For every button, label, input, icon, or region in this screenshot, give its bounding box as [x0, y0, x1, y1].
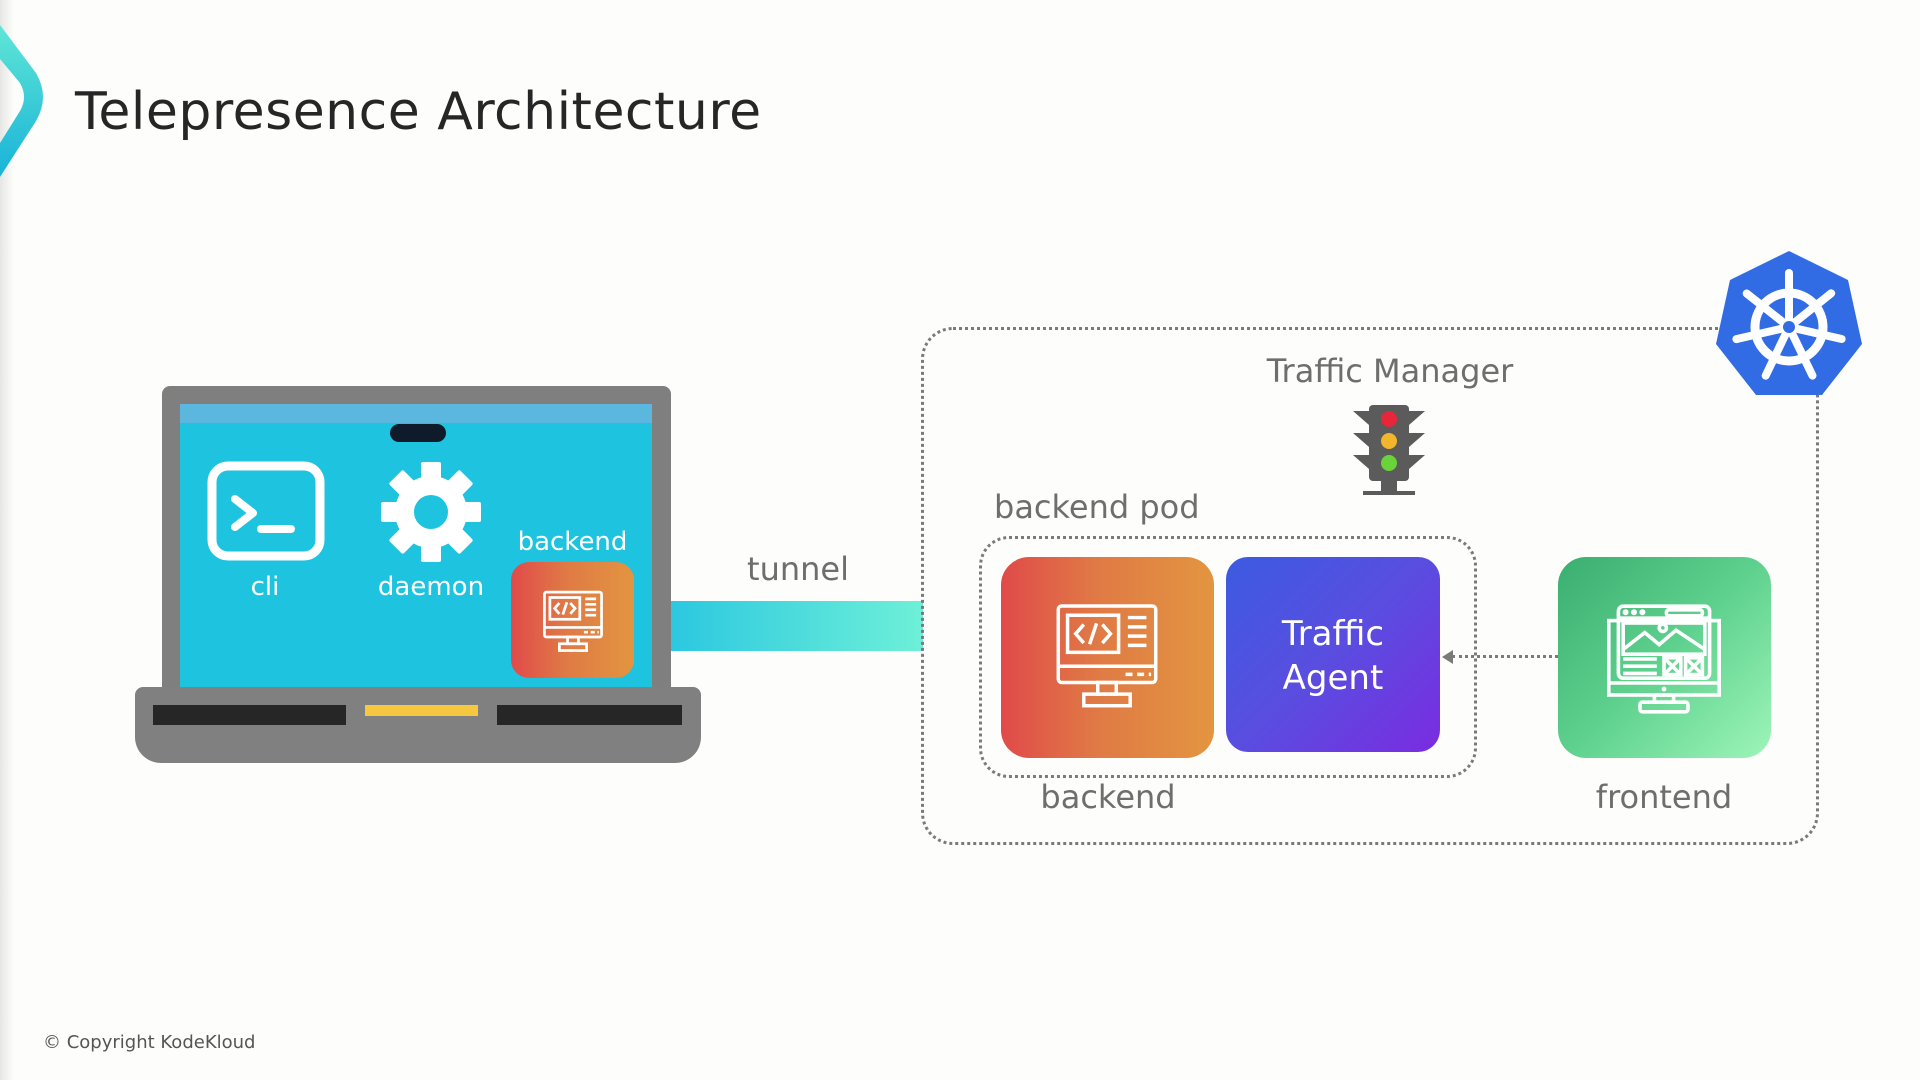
code-monitor-icon [1056, 604, 1158, 708]
local-backend-label: backend [517, 527, 628, 557]
local-backend-tile [511, 562, 634, 678]
chevron-logo-icon [0, 25, 43, 177]
web-monitor-icon [1607, 604, 1721, 714]
cli-label: cli [250, 572, 280, 602]
terminal-icon [207, 461, 325, 561]
laptop-base [135, 687, 701, 763]
laptop-screen-top-band [180, 404, 652, 423]
daemon-label: daemon [377, 572, 485, 602]
kubernetes-icon [1716, 251, 1862, 395]
cluster-boundary [921, 327, 1819, 845]
traffic-agent-label: Traffic Agent [1226, 612, 1440, 700]
laptop-trackpad-indicator [365, 705, 478, 716]
tunnel-connector [671, 601, 923, 651]
backend-container-tile [1001, 557, 1214, 758]
laptop-keyboard-right [497, 705, 682, 725]
laptop-keyboard-left [153, 705, 346, 725]
copyright-text: © Copyright KodeKloud [43, 1032, 256, 1053]
traffic-manager-label: Traffic Manager [1266, 352, 1514, 390]
arrow-head-icon [1442, 650, 1453, 664]
laptop-camera-notch [390, 424, 446, 442]
page-title: Telepresence Architecture [75, 82, 762, 142]
traffic-agent-line2: Agent [1282, 658, 1384, 698]
gear-icon [381, 462, 481, 562]
tunnel-label: tunnel [747, 550, 849, 588]
left-edge-shade [0, 0, 14, 1080]
frontend-label: frontend [1595, 778, 1733, 816]
frontend-tile [1558, 557, 1771, 758]
frontend-to-agent-arrow-line [1452, 655, 1558, 658]
backend-pod-label: backend pod [994, 488, 1200, 526]
traffic-light-icon [1353, 405, 1425, 495]
backend-label: backend [1040, 778, 1176, 816]
code-monitor-icon [543, 590, 603, 652]
traffic-agent-line1: Traffic [1281, 614, 1385, 654]
traffic-agent-tile [1226, 557, 1440, 752]
